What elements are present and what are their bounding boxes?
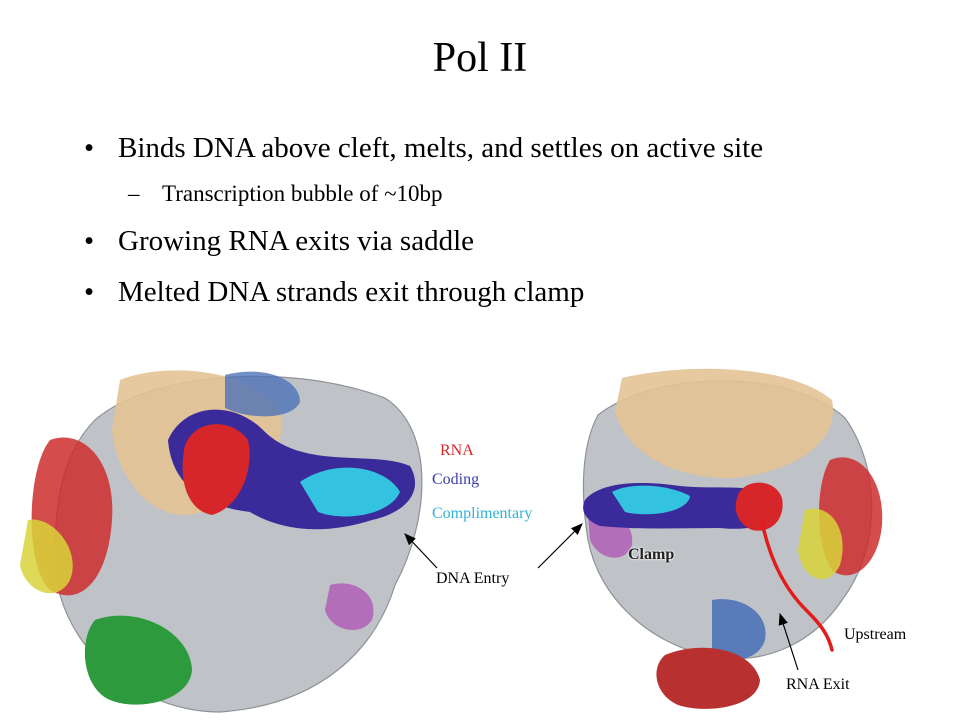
rna-exit-arrow xyxy=(778,612,799,671)
label-dna-entry: DNA Entry xyxy=(436,570,510,587)
right-complimentary-strand xyxy=(612,485,690,515)
right-helix-red-lower xyxy=(656,647,760,709)
left-helix-yellow xyxy=(20,519,73,594)
label-rna: RNA xyxy=(440,442,474,459)
left-helix-blue xyxy=(225,371,300,417)
right-helix-yellow xyxy=(798,508,843,580)
left-complimentary-strand xyxy=(300,467,400,517)
right-rna xyxy=(735,482,783,531)
bullet-binds-dna: Binds DNA above cleft, melts, and settle… xyxy=(84,130,904,167)
right-protein-tan xyxy=(615,368,834,479)
bullet-melted-strands: Melted DNA strands exit through clamp xyxy=(84,274,904,311)
label-complimentary: Complimentary xyxy=(432,505,533,522)
bullet-list: Binds DNA above cleft, melts, and settle… xyxy=(84,130,904,311)
sub-bullet-transcription-bubble: Transcription bubble of ~10bp xyxy=(84,179,904,209)
dna-entry-arrow-right xyxy=(537,523,583,569)
left-helix-green xyxy=(84,615,192,705)
left-helix-purple xyxy=(325,583,374,631)
slide-title: Pol II xyxy=(432,35,528,81)
label-upstream: Upstream xyxy=(844,626,907,643)
label-clamp: Clamp xyxy=(628,546,675,563)
dna-entry-arrow-left xyxy=(404,533,438,569)
left-rna xyxy=(182,424,250,515)
label-coding: Coding xyxy=(432,471,480,488)
label-rna-exit: RNA Exit xyxy=(786,676,850,693)
right-structure xyxy=(582,368,883,709)
rna-exit-strand xyxy=(760,520,834,652)
bullet-rna-exits: Growing RNA exits via saddle xyxy=(84,223,904,260)
left-structure xyxy=(20,370,423,713)
right-helix-blue xyxy=(712,599,766,660)
